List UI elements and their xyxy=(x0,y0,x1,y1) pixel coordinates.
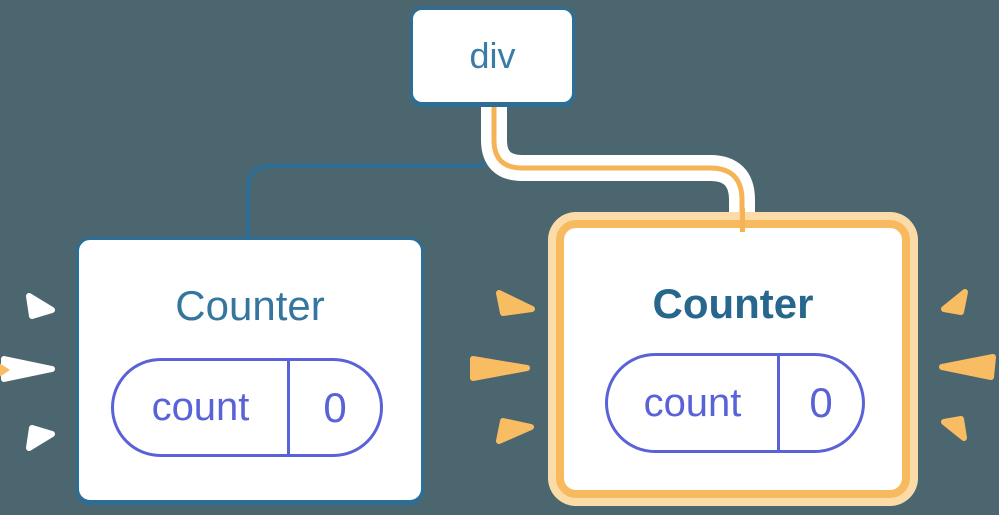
burst-right-inner-orange-icon xyxy=(470,290,535,444)
burst-ray-icon xyxy=(939,354,996,380)
root-node-label: div xyxy=(469,35,516,76)
burst-left-white-icon xyxy=(1,293,55,451)
state-value-right: 0 xyxy=(809,379,833,426)
state-key-right: count xyxy=(608,356,780,450)
counter-node-left: Counter count 0 xyxy=(76,237,424,503)
counter-right-title: Counter xyxy=(652,280,814,327)
counter-node-right-highlighted: Counter count 0 xyxy=(556,220,910,498)
burst-ray-icon xyxy=(470,356,530,381)
burst-ray-icon xyxy=(941,289,968,315)
burst-ray-orange-tip-icon xyxy=(0,363,10,377)
burst-ray-icon xyxy=(26,293,55,319)
burst-right-outer-orange-icon xyxy=(939,289,996,441)
burst-ray-icon xyxy=(496,290,535,316)
burst-ray-icon xyxy=(1,356,55,382)
burst-ray-icon xyxy=(26,425,55,451)
state-value-left: 0 xyxy=(323,383,347,431)
root-node-div: div xyxy=(410,7,575,105)
state-pill-left: count 0 xyxy=(111,358,383,457)
burst-ray-icon xyxy=(496,418,534,444)
tree-edge-right xyxy=(481,92,755,220)
counter-left-title: Counter xyxy=(175,282,325,329)
burst-ray-icon xyxy=(941,416,967,441)
state-key-left: count xyxy=(114,361,290,454)
tree-edge-left xyxy=(246,92,496,242)
state-pill-right: count 0 xyxy=(605,353,865,453)
edge-highlight-overlay xyxy=(740,208,745,232)
